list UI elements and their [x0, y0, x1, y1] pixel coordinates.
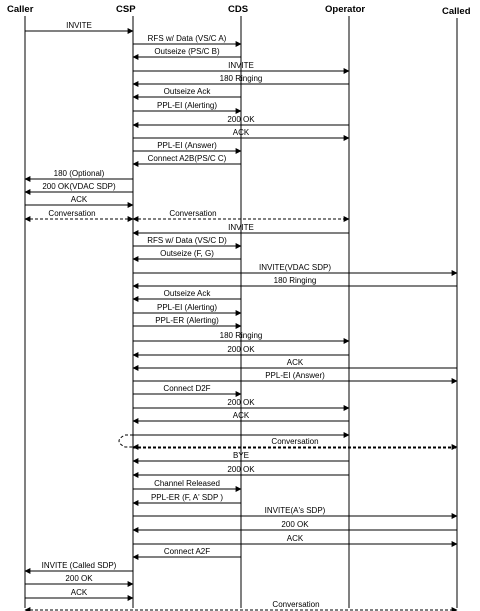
message-label: RFS w/ Data (VS/C D)	[147, 236, 227, 245]
message-label: INVITE(VDAC SDP)	[259, 263, 331, 272]
message-label: 200 OK	[227, 115, 255, 124]
participant-caller-label: Caller	[7, 4, 34, 15]
message-label: 180 (Optional)	[54, 169, 105, 178]
message-label: Conversation	[169, 209, 216, 218]
message-label: 200 OK	[227, 398, 255, 407]
message-label: RFS w/ Data (VS/C A)	[148, 34, 227, 43]
message-label: Outseize Ack	[164, 87, 212, 96]
message-label: BYE	[233, 451, 249, 460]
message-label: 180 Ringing	[274, 276, 317, 285]
message-label: Conversation	[48, 209, 95, 218]
message-label: PPL-EI (Alerting)	[157, 303, 217, 312]
message-label: ACK	[287, 534, 304, 543]
message-label: 180 Ringing	[220, 74, 263, 83]
message-label: Connect D2F	[163, 384, 210, 393]
message-label: 200 OK(VDAC SDP)	[42, 182, 116, 191]
participant-cds-label: CDS	[228, 4, 248, 15]
message-label: INVITE	[228, 223, 254, 232]
message-label: Channel Released	[154, 479, 220, 488]
participant-operator-label: Operator	[325, 4, 365, 15]
participant-called-label: Called	[442, 6, 471, 17]
message-label: Connect A2B(PS/C C)	[148, 154, 227, 163]
message-label: PPL-EI (Alerting)	[157, 101, 217, 110]
message-label: PPL-ER (F, A' SDP )	[151, 493, 223, 502]
message-label: PPL-ER (Alerting)	[155, 316, 219, 325]
message-label: 200 OK	[227, 465, 255, 474]
message-label: ACK	[287, 358, 304, 367]
conversation-loop-left	[118, 434, 133, 448]
message-label: Conversation	[272, 600, 319, 609]
message-label: PPL-EI (Answer)	[265, 371, 325, 380]
message-label: INVITE(A's SDP)	[265, 506, 326, 515]
message-label: 180 Ringing	[220, 331, 263, 340]
message-list: INVITE RFS w/ Data (VS/C A) Outseize (PS/C…	[24, 21, 458, 611]
message-label: INVITE (Called SDP)	[42, 561, 117, 570]
message-label: INVITE	[66, 21, 92, 30]
message-label: ACK	[71, 195, 88, 204]
message-label: INVITE	[228, 61, 254, 70]
participant-csp-label: CSP	[116, 4, 136, 15]
message-label: ACK	[233, 128, 250, 137]
message-label: 200 OK	[65, 574, 93, 583]
message-label: ACK	[71, 588, 88, 597]
message-label: 200 OK	[281, 520, 309, 529]
message-label: Outseize (F, G)	[160, 249, 214, 258]
message-label: Outseize Ack	[164, 289, 212, 298]
message-label: Conversation	[271, 437, 318, 446]
message-label: ACK	[233, 411, 250, 420]
message-label: PPL-EI (Answer)	[157, 141, 217, 150]
message-label: Outseize (PS/C B)	[154, 47, 220, 56]
message-label: Connect A2F	[164, 547, 210, 556]
message-label: 200 OK	[227, 345, 255, 354]
